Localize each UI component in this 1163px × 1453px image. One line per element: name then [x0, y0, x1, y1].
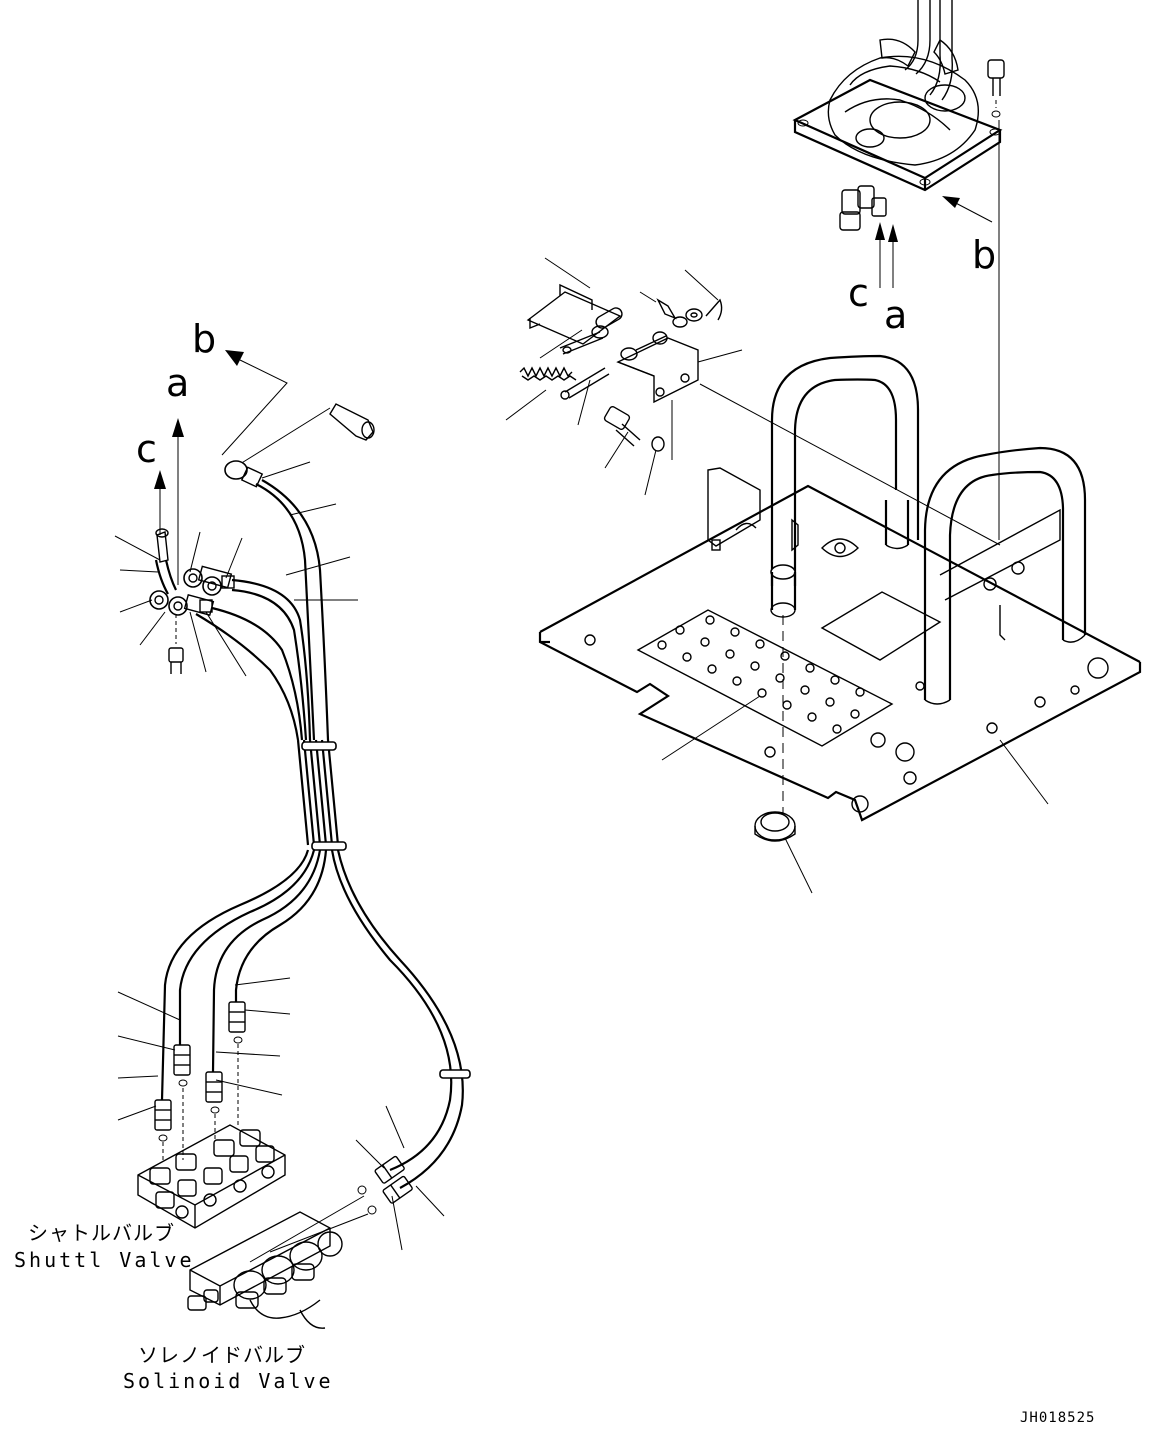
shuttle-valve-label-en: Shuttl Valve: [14, 1248, 195, 1272]
left-letter-b: b: [192, 317, 216, 361]
solenoid-valve-label-en: Solinoid Valve: [123, 1369, 334, 1393]
right-letter-c: c: [848, 271, 869, 315]
ppc-valve-assembly: [792, 0, 1005, 540]
floor-plate-assembly: [538, 354, 1142, 842]
leader-lines: [114, 257, 1049, 1251]
left-letter-c: c: [136, 427, 157, 471]
perforation-holes: [657, 615, 865, 734]
lock-bracket-parts: [519, 283, 723, 460]
right-letter-a: a: [884, 293, 907, 337]
left-letter-a: a: [166, 361, 189, 405]
solenoid-valve: [187, 1195, 369, 1329]
solenoid-valve-label-jp: ソレノイドバルブ: [138, 1343, 306, 1367]
shuttle-valve-label-jp: シャトルバルブ: [28, 1221, 175, 1245]
hose-assembly: [149, 403, 471, 1215]
left-direction-arrows: b a c: [136, 317, 288, 585]
right-letter-b: b: [972, 233, 996, 277]
right-direction-arrows: b c a: [848, 196, 996, 337]
shuttle-valve: [137, 1124, 286, 1229]
drawing-code: JH018525: [1020, 1410, 1095, 1426]
